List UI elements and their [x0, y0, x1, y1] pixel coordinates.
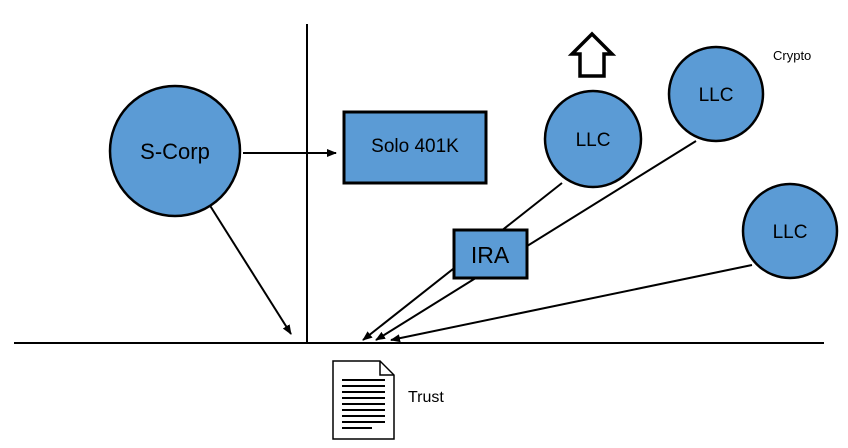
- llc-center-circle: [543, 89, 643, 189]
- solo401k-label: Solo 401K: [371, 136, 459, 157]
- ira-label: IRA: [471, 242, 510, 268]
- node-solo401k: Solo 401K: [342, 110, 488, 185]
- node-llc-center: LLC: [543, 89, 643, 189]
- llc-right-label: LLC: [773, 222, 808, 243]
- scorp-circle: [108, 84, 242, 218]
- ira-box: [452, 228, 529, 280]
- arrow-scorp-to-baseline: [208, 203, 292, 335]
- scorp-label: S-Corp: [140, 139, 210, 164]
- llc-right-circle: [741, 182, 839, 280]
- node-llc-right: LLC: [741, 182, 839, 280]
- llc-crypto-circle: [667, 45, 765, 143]
- node-llc-crypto: LLC: [667, 45, 765, 143]
- solo401k-box: [342, 110, 488, 185]
- arrow-llc-crypto-to-trust: [375, 140, 697, 341]
- trust-label: Trust: [408, 389, 444, 406]
- node-ira: IRA: [452, 228, 529, 280]
- arrow-llc-right-to-trust: [390, 264, 753, 343]
- llc-crypto-label: LLC: [699, 85, 734, 106]
- node-scorp: S-Corp: [108, 84, 242, 218]
- document-icon: [332, 360, 395, 440]
- house-icon: [567, 31, 617, 78]
- crypto-caption: Crypto: [773, 48, 811, 63]
- llc-center-label: LLC: [576, 130, 611, 151]
